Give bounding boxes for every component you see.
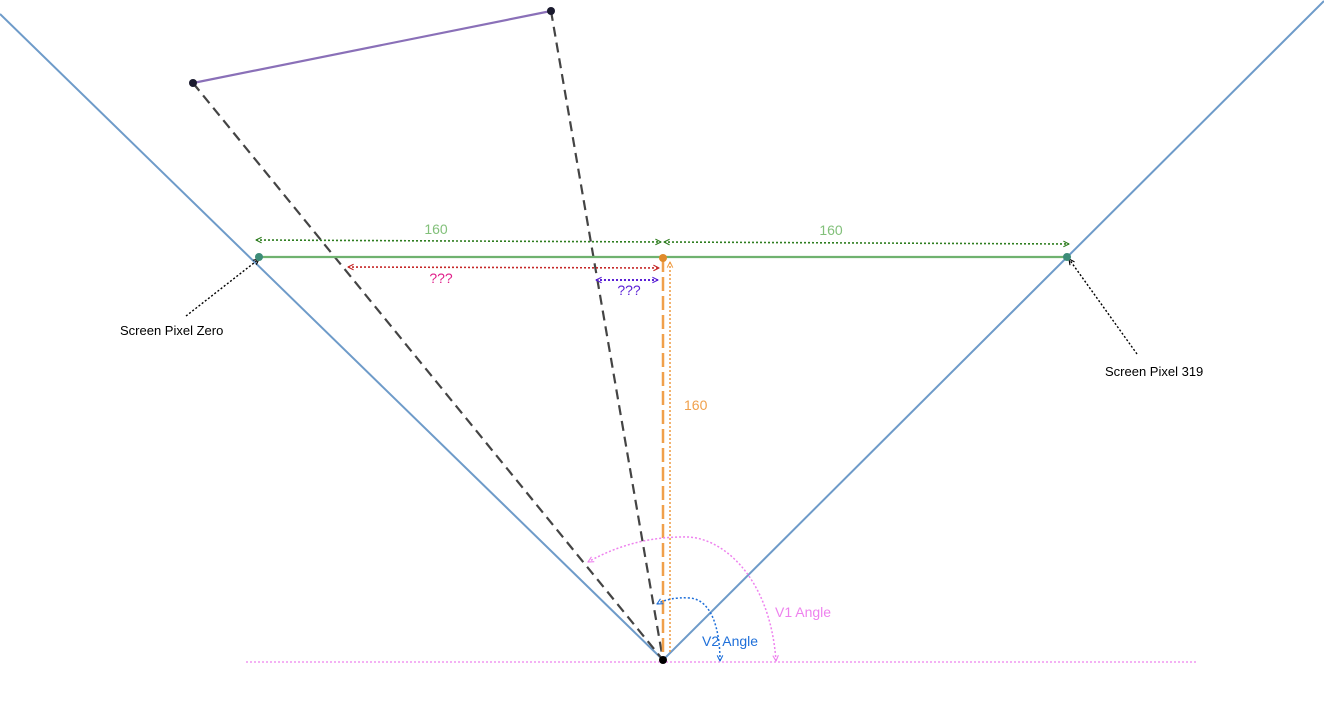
center-distance-label: 160 bbox=[684, 397, 708, 413]
screen-right-point bbox=[1063, 253, 1071, 261]
screen-pixel-319-label: Screen Pixel 319 bbox=[1105, 364, 1203, 379]
v2-angle-arc bbox=[657, 597, 720, 661]
frustum-right-edge bbox=[662, 0, 1324, 661]
frustum-left-edge bbox=[0, 13, 664, 661]
screen-left-point bbox=[255, 253, 263, 261]
camera-point bbox=[659, 656, 667, 664]
screen-pixel-zero-label: Screen Pixel Zero bbox=[120, 323, 223, 338]
wall-start-point bbox=[189, 79, 197, 87]
wall-segment bbox=[192, 9, 552, 85]
v2-angle-label: V2 Angle bbox=[702, 633, 758, 649]
v1-angle-label: V1 Angle bbox=[775, 604, 831, 620]
half-width-right-arrow bbox=[664, 242, 1069, 244]
unknown-right-label: ??? bbox=[617, 282, 641, 298]
wall-end-point bbox=[547, 7, 555, 15]
half-width-right-label: 160 bbox=[819, 222, 843, 238]
pointer-screen-pixel-319 bbox=[1069, 259, 1138, 355]
screen-center-point bbox=[659, 254, 667, 262]
unknown-left-label: ??? bbox=[429, 270, 453, 286]
projection-ray-v1 bbox=[192, 82, 664, 661]
pointer-screen-pixel-zero bbox=[185, 259, 259, 317]
half-width-left-arrow bbox=[256, 240, 661, 242]
half-width-left-label: 160 bbox=[424, 221, 448, 237]
unknown-left-arrow bbox=[348, 267, 659, 268]
v1-angle-arc bbox=[588, 536, 776, 661]
projection-ray-v2 bbox=[549, 10, 665, 661]
